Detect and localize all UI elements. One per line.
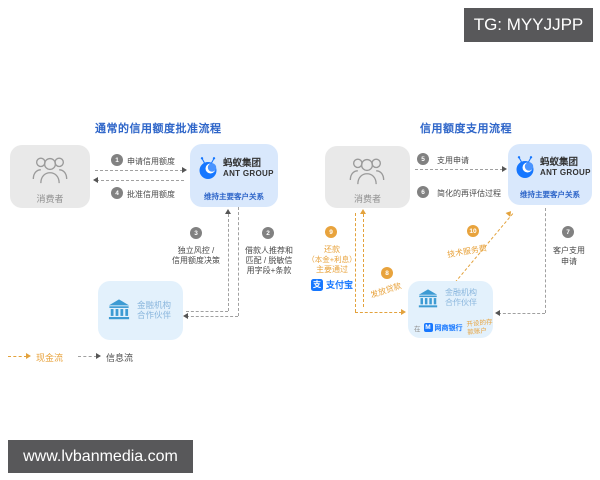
left-step3-label-line1: 独立风控 / xyxy=(177,246,215,255)
right-step8-circle: 8 xyxy=(381,267,393,279)
ant-group-logo-icon xyxy=(516,156,534,178)
left-bank-label-line1: 金融机构 xyxy=(137,299,172,310)
legend-cash-arrowhead xyxy=(26,353,31,359)
right-bank-label-line2: 合作伙伴 xyxy=(445,298,477,307)
ant-group-logo-icon xyxy=(199,157,217,179)
right-title: 信用额度支用流程 xyxy=(420,123,512,135)
right-step7-label-line2: 申请 xyxy=(561,257,577,266)
left-flow3-hline xyxy=(186,311,228,312)
right-step9-label-line2: （本金+利息） xyxy=(307,255,357,264)
left-ant-caption: 维持主要客户关系 xyxy=(204,192,264,201)
right-step6-label: 简化的再评估过程 xyxy=(437,189,501,198)
alipay-logo: 支 支付宝 xyxy=(311,278,353,291)
left-ant-name-cn: 蚂蚁集团 xyxy=(223,157,262,169)
left-ant-box: 蚂蚁集团 ANT GROUP 维持主要客户关系 xyxy=(190,144,278,207)
left-flow2-hline xyxy=(186,316,238,317)
legend-info-label: 信息流 xyxy=(106,353,134,363)
right-flow10-arrowhead xyxy=(505,209,514,217)
consumers-icon xyxy=(349,158,385,185)
left-step3-circle: 3 xyxy=(190,227,202,239)
alipay-wordmark: 支付宝 xyxy=(326,280,354,290)
consumers-icon xyxy=(32,157,68,184)
tg-badge: TG: MYYJJPP xyxy=(464,8,593,42)
legend-cash-line xyxy=(8,356,27,357)
right-step5-label: 支用申请 xyxy=(437,156,469,165)
right-flow5-line xyxy=(415,169,503,170)
right-flow7-arrowhead xyxy=(495,310,500,316)
right-consumer-box: 消费者 xyxy=(325,146,410,208)
right-flow7-vline xyxy=(545,208,546,313)
right-flow8-arrowhead xyxy=(360,209,366,214)
left-step2-label-line3: 用字段+条款 xyxy=(246,266,292,275)
left-step1-label: 申请信用额度 xyxy=(127,157,175,166)
right-ant-box: 蚂蚁集团 ANT GROUP 维持主要客户关系 xyxy=(508,144,592,205)
left-step4-label: 批准信用额度 xyxy=(127,190,175,199)
right-consumer-label: 消费者 xyxy=(353,194,381,204)
right-flow9-hline xyxy=(355,312,402,313)
bank-icon xyxy=(108,299,130,320)
left-flow3-arrowhead xyxy=(225,209,231,214)
right-step8-label: 发放贷款 xyxy=(369,281,403,300)
mybank-wordmark: 网商银行 xyxy=(434,324,463,332)
left-bank-label-line2: 合作伙伴 xyxy=(137,309,172,320)
left-consumer-label: 消费者 xyxy=(36,194,64,204)
left-step2-label-line1: 借款人推荐和 xyxy=(245,246,293,255)
left-title: 通常的信用额度批准流程 xyxy=(95,123,222,135)
right-step9-label-line3: 主要通过 xyxy=(316,265,348,274)
right-ant-name-cn: 蚂蚁集团 xyxy=(540,156,579,168)
right-flow7-hline xyxy=(498,313,545,314)
mybank-icon: M xyxy=(423,323,433,332)
right-bank-box: 金融机构 合作伙伴 在 M 网商银行 开设的存 款账户 xyxy=(408,281,493,338)
website-badge: www.lvbanmedia.com xyxy=(8,440,193,473)
right-flow5-arrowhead xyxy=(502,166,507,172)
left-flow2-vline xyxy=(238,207,239,316)
right-step10-label: 技术服务费 xyxy=(446,243,488,260)
right-step10-circle: 10 xyxy=(467,225,479,237)
right-flow8-vline xyxy=(363,214,364,307)
bank-icon xyxy=(418,288,438,307)
right-flow9-vline xyxy=(355,213,356,312)
right-step6-circle: 6 xyxy=(417,186,429,198)
right-step7-label-line1: 客户支用 xyxy=(553,246,585,255)
right-bank-account-prefix: 在 xyxy=(414,325,421,333)
alipay-icon: 支 xyxy=(311,278,323,291)
legend-info-arrowhead xyxy=(96,353,101,359)
right-step9-label-line1: 还款 xyxy=(324,245,340,254)
left-flow4-line xyxy=(96,180,184,181)
left-flow2-arrowhead xyxy=(183,313,188,319)
left-flow4-arrowhead xyxy=(93,177,98,183)
right-flow9-arrowhead xyxy=(401,309,406,315)
left-step1-circle: 1 xyxy=(111,154,123,166)
left-flow1-line xyxy=(95,170,183,171)
right-step7-circle: 7 xyxy=(562,226,574,238)
left-consumer-box: 消费者 xyxy=(10,145,90,208)
left-ant-name-en: ANT GROUP xyxy=(223,168,274,178)
left-step2-label-line2: 匹配 / 脱敏信 xyxy=(245,256,293,265)
right-step5-circle: 5 xyxy=(417,153,429,165)
left-flow1-arrowhead xyxy=(182,167,187,173)
right-ant-name-en: ANT GROUP xyxy=(540,167,591,177)
right-bank-label-line1: 金融机构 xyxy=(445,288,477,297)
tg-badge-text: TG: MYYJJPP xyxy=(473,15,584,34)
right-ant-caption: 维持主要客户关系 xyxy=(520,190,580,199)
website-badge-text: www.lvbanmedia.com xyxy=(23,447,178,465)
left-flow3-vline xyxy=(228,214,229,311)
legend-cash-label: 现金流 xyxy=(36,353,64,363)
left-step4-circle: 4 xyxy=(111,187,123,199)
left-bank-box: 金融机构 合作伙伴 xyxy=(98,281,183,340)
legend-info-line xyxy=(78,356,97,357)
left-step3-label-line2: 信用额度决策 xyxy=(172,256,220,265)
right-step9-circle: 9 xyxy=(325,226,337,238)
left-step2-circle: 2 xyxy=(262,227,274,239)
